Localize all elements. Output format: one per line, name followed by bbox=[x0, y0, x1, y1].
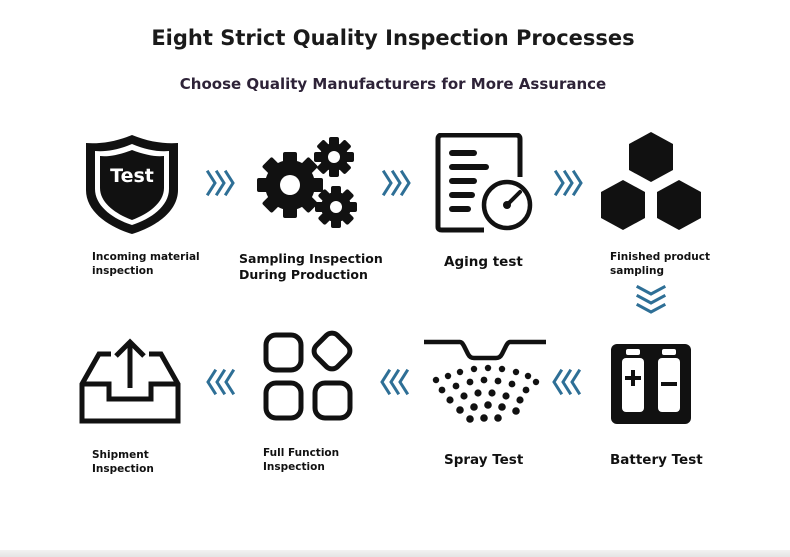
label-line: Sampling Inspection bbox=[239, 251, 383, 266]
page-subtitle: Choose Quality Manufacturers for More As… bbox=[179, 75, 607, 93]
chevrons-right-icon bbox=[205, 169, 235, 197]
step-label-sampling-inspection: Sampling Inspection During Production bbox=[239, 251, 383, 284]
label-line: During Production bbox=[239, 267, 368, 283]
label-line: Battery Test bbox=[610, 452, 703, 468]
gears-icon bbox=[257, 137, 357, 228]
step-label-shipment-inspection: Shipment Inspection bbox=[92, 449, 154, 476]
label-line: Inspection bbox=[92, 462, 154, 475]
step-label-aging-test: Aging test bbox=[444, 254, 523, 272]
label-line: Spray Test bbox=[444, 452, 524, 468]
step-label-battery-test: Battery Test bbox=[610, 452, 703, 470]
document-gauge-icon bbox=[435, 133, 533, 233]
step-label-incoming-material: Incoming material inspection bbox=[92, 251, 200, 278]
chevrons-right-icon bbox=[553, 169, 583, 197]
battery-icon bbox=[611, 344, 691, 424]
label-line: Finished product bbox=[610, 251, 711, 263]
chevrons-left-icon bbox=[552, 368, 582, 396]
tray-upload-icon bbox=[79, 338, 181, 424]
chevrons-down-icon bbox=[635, 284, 667, 314]
label-line: Incoming material bbox=[92, 251, 200, 263]
function-grid-icon bbox=[263, 330, 353, 421]
spray-icon bbox=[424, 339, 546, 423]
chevrons-left-icon bbox=[380, 368, 410, 396]
label-line: Aging test bbox=[444, 254, 523, 270]
step-label-full-function: Full Function Inspection bbox=[263, 447, 339, 474]
label-line: Inspection bbox=[263, 460, 325, 473]
bottom-edge bbox=[0, 550, 790, 557]
label-line: Full Function bbox=[263, 447, 340, 459]
label-line: Shipment bbox=[92, 449, 149, 461]
chevrons-right-icon bbox=[381, 169, 411, 197]
label-line: inspection bbox=[92, 264, 154, 277]
hexagons-icon bbox=[601, 132, 701, 230]
label-line: sampling bbox=[610, 264, 664, 277]
shield-badge-text: Test bbox=[110, 165, 154, 187]
step-label-spray-test: Spray Test bbox=[444, 452, 523, 470]
chevrons-left-icon bbox=[206, 368, 236, 396]
shield-test-icon: Test bbox=[86, 135, 178, 234]
page-title: Eight Strict Quality Inspection Processe… bbox=[151, 26, 635, 50]
step-label-finished-product: Finished product sampling bbox=[610, 251, 710, 278]
